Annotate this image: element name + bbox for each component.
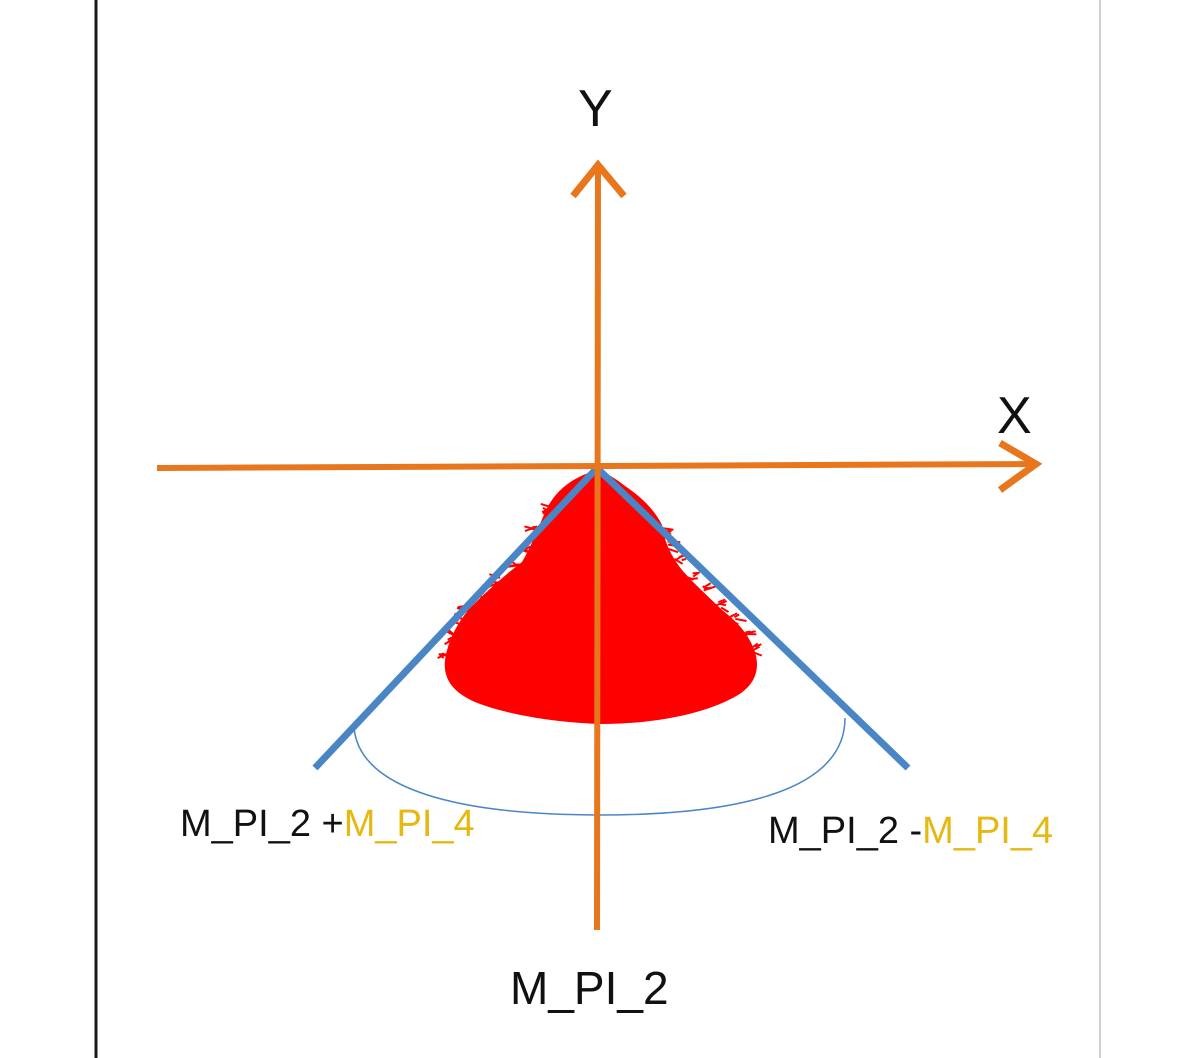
spray-fringe-stroke bbox=[466, 610, 474, 616]
y-axis-line bbox=[594, 164, 601, 931]
left-angle-label: M_PI_2 +M_PI_4 bbox=[180, 805, 475, 843]
left-angle-base: M_PI_2 + bbox=[180, 803, 344, 845]
y-axis-label: Y bbox=[578, 80, 613, 138]
x-axis-label: X bbox=[997, 387, 1032, 445]
x-axis-arrowhead bbox=[997, 439, 1043, 493]
spray-fringe-stroke bbox=[735, 617, 747, 623]
spray-fringe-stroke bbox=[437, 653, 447, 659]
spray-region bbox=[437, 470, 763, 724]
spray-fringe-stroke bbox=[719, 602, 727, 607]
right-angle-base: M_PI_2 - bbox=[768, 810, 923, 852]
spray-fringe-stroke bbox=[751, 645, 761, 652]
spray-fringe-stroke bbox=[729, 612, 738, 618]
spray-fringe-stroke bbox=[728, 618, 739, 626]
spray-fringe-stroke bbox=[675, 554, 684, 562]
y-axis-arrowhead bbox=[570, 159, 627, 199]
spray-fringe-stroke bbox=[720, 606, 730, 613]
spray-fringe-stroke bbox=[754, 643, 762, 648]
spray-fringe-stroke bbox=[481, 592, 488, 600]
spray-fringe-stroke bbox=[702, 582, 712, 589]
bottom-angle-label: M_PI_2 bbox=[510, 962, 669, 1014]
left-angle-offset: M_PI_4 bbox=[343, 803, 475, 845]
spray-fringe-stroke bbox=[668, 547, 679, 554]
spray-fringe-stroke bbox=[692, 571, 700, 575]
y-axis bbox=[570, 159, 627, 931]
spray-fringe-stroke bbox=[703, 585, 717, 592]
spray-fringe-stroke bbox=[752, 642, 759, 648]
spray-fringe-stroke bbox=[444, 639, 453, 646]
right-angle-label: M_PI_2 -M_PI_4 bbox=[768, 812, 1053, 850]
right-angle-offset: M_PI_4 bbox=[922, 810, 1054, 852]
spray-fringe-stroke bbox=[448, 629, 455, 636]
spray-fringe-stroke bbox=[742, 631, 749, 636]
spray-fringe-stroke bbox=[494, 581, 506, 586]
spray-fringe-stroke bbox=[733, 613, 740, 619]
spray-fringe-stroke bbox=[717, 598, 726, 604]
right-bound-line bbox=[594, 465, 911, 771]
spray-fill bbox=[444, 470, 757, 724]
spray-fringe-stroke bbox=[540, 503, 550, 508]
spray-fringe-stroke bbox=[541, 508, 550, 514]
spray-fringe-stroke bbox=[745, 630, 751, 634]
spray-fringe-stroke bbox=[681, 558, 687, 562]
spray-fringe-stroke bbox=[439, 652, 445, 656]
spray-fringe-stroke bbox=[688, 577, 698, 581]
spray-fringe-stroke bbox=[750, 650, 763, 657]
spray-fringe-stroke bbox=[692, 572, 699, 578]
spray-fringe-stroke bbox=[447, 636, 453, 641]
left-bound-line bbox=[312, 465, 600, 771]
